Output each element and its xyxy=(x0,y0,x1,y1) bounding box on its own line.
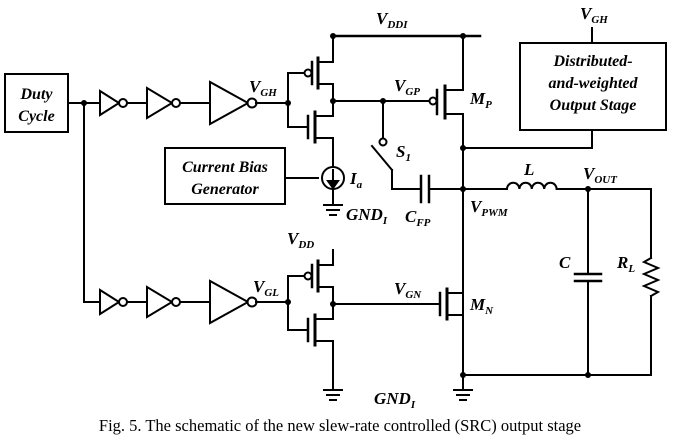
inverter-lower-2 xyxy=(146,285,174,319)
label-vgh: VGH xyxy=(249,77,277,99)
label-vgp: VGP xyxy=(394,76,420,98)
ground-lower-left xyxy=(323,389,343,401)
label-c: C xyxy=(559,253,571,272)
inductor-l xyxy=(505,181,558,191)
inverter-upper-3 xyxy=(209,80,251,126)
current-bias-text-2: Generator xyxy=(191,181,259,198)
label-vgn: VGN xyxy=(394,279,422,301)
nmos-driver-lower xyxy=(306,313,334,347)
label-ia: Ia xyxy=(349,169,363,191)
label-cfp: CFP xyxy=(405,207,431,229)
output-stage-text-3: Output Stage xyxy=(550,97,637,114)
duty-cycle-text-2: Cycle xyxy=(18,108,54,125)
inverter-upper-1 xyxy=(99,89,121,117)
switch-s1 xyxy=(370,144,394,172)
label-gndi-bottom: GNDI xyxy=(374,389,416,411)
figure-caption: Fig. 5. The schematic of the new slew-ra… xyxy=(99,416,581,435)
inverter-lower-3 xyxy=(209,279,251,325)
inverter-lower-1 xyxy=(99,288,121,316)
label-s1: S1 xyxy=(396,142,411,164)
inverter-upper-2 xyxy=(146,86,174,120)
label-mn: MN xyxy=(469,295,494,317)
junction-dots xyxy=(81,33,591,378)
duty-cycle-text-1: Duty xyxy=(20,86,54,103)
current-bias-generator-block xyxy=(164,147,286,205)
label-vddi: VDDI xyxy=(376,9,408,31)
pmos-driver-lower xyxy=(310,259,334,293)
capacitor-cfp xyxy=(419,174,431,204)
ground-lower-right xyxy=(453,389,473,401)
pmos-driver-upper xyxy=(310,56,334,90)
label-rl: RL xyxy=(616,253,635,275)
mn-nmos xyxy=(438,287,464,321)
label-gndi-top: GNDI xyxy=(346,205,388,227)
label-vout: VOUT xyxy=(583,164,618,186)
capacitor-c xyxy=(573,272,603,283)
output-stage-text-2: and-weighted xyxy=(549,75,639,92)
nmos-driver-upper xyxy=(306,110,334,144)
label-vgl: VGL xyxy=(253,277,279,299)
current-bias-text-1: Current Bias xyxy=(182,159,268,176)
current-source-ia xyxy=(321,166,345,190)
label-vgh-top: VGH xyxy=(580,4,608,26)
label-vpwm: VPWM xyxy=(470,197,509,219)
label-l: L xyxy=(523,160,534,179)
resistor-rl xyxy=(641,256,661,298)
label-mp: MP xyxy=(469,89,492,111)
ground-upper xyxy=(323,204,343,216)
mp-pmos xyxy=(435,84,464,120)
label-vdd: VDD xyxy=(287,229,314,251)
output-stage-text-1: Distributed- xyxy=(552,53,632,70)
